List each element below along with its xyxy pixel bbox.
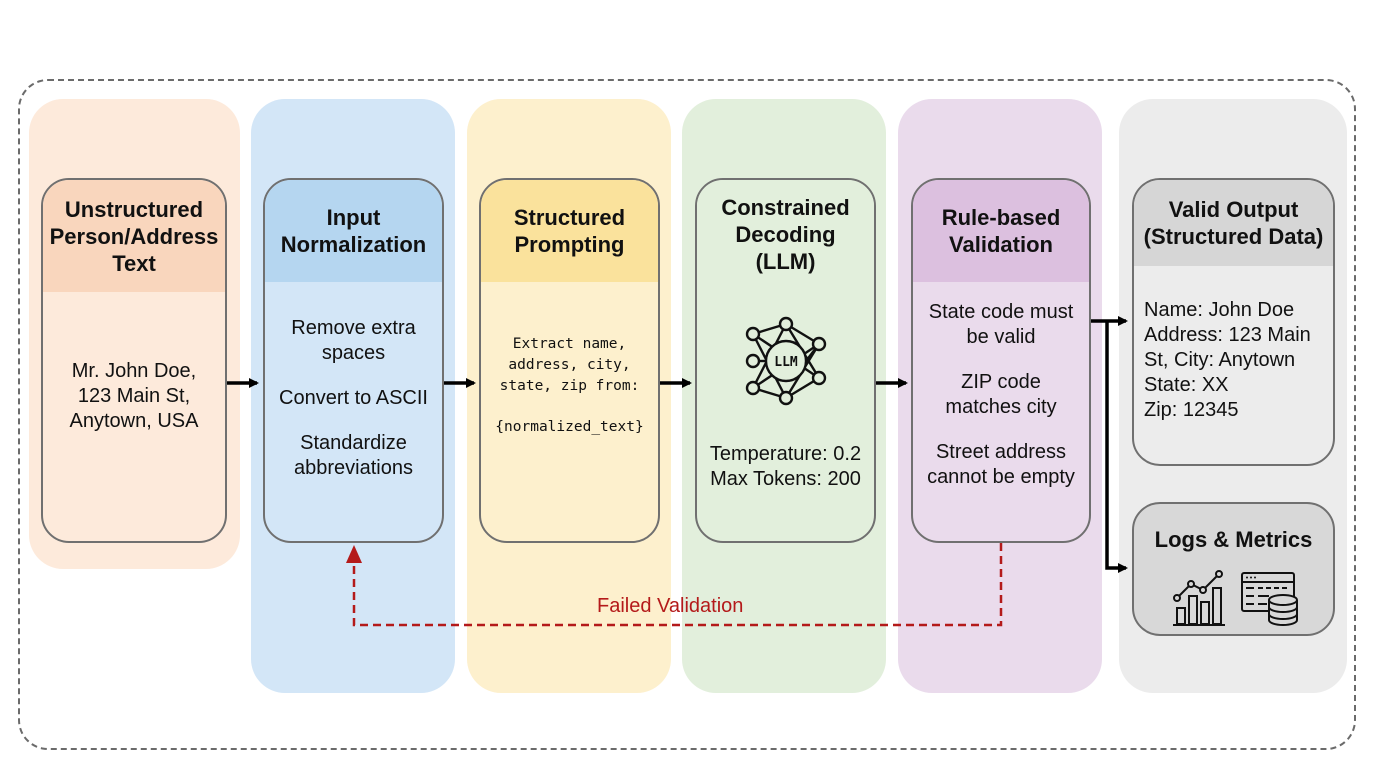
field-address: Address: 123 Main [1144,324,1311,346]
stage-card-validation: Rule-based Validation State code must be… [911,178,1091,543]
raw-input-text: Mr. John Doe, 123 Main St, Anytown, USA [69,360,199,432]
bar-line-chart-icon [1172,570,1225,626]
prompt-template: Extract name, address, city, state, zip … [481,282,658,541]
field-state: State: XX [1144,374,1229,396]
stage-title-normalization: Input Normalization [265,180,442,282]
field-name: Name: John Doe [1144,299,1295,321]
stage-card-output: Valid Output (Structured Data) Name: Joh… [1132,178,1335,466]
stage-card-prompting: Structured Prompting Extract name, addre… [479,178,660,543]
arrow-validation-to-logs [1105,321,1128,573]
field-zip: Zip: 12345 [1144,399,1239,421]
feedback-loop-arrow [352,543,1003,627]
stage-card-decoding: Constrained Decoding (LLM) LLM Temperat [695,178,876,543]
step-remove-spaces: Remove extra spaces [291,317,416,364]
step-ascii: Convert to ASCII [279,387,428,409]
stage-title-output: Valid Output (Structured Data) [1134,180,1333,266]
validation-rules: State code must be valid ZIP code matche… [913,282,1089,541]
stage-title-prompting: Structured Prompting [481,180,658,282]
prompt-placeholder: {normalized_text} [495,419,644,435]
rule-street-address: Street address cannot be empty [927,441,1075,488]
failed-validation-label: Failed Validation [597,595,744,617]
stage-title-validation: Rule-based Validation [913,180,1089,282]
step-abbreviations: Standardize abbreviations [294,432,413,479]
structured-output-fields: Name: John Doe Address: 123 Main St, Cit… [1134,266,1333,464]
feedback-arrowhead [346,545,362,563]
stage-title-logs: Logs & Metrics [1154,526,1313,552]
rule-zip-city: ZIP code matches city [945,371,1057,418]
rule-state-code: State code must be valid [928,301,1074,348]
normalization-steps: Remove extra spaces Convert to ASCII Sta… [265,282,442,541]
llm-icon-label: LLM [774,355,798,370]
temperature-param: Temperature: 0.2 [709,443,862,465]
stage-title-input: Unstructured Person/Address Text [43,180,225,292]
stage-card-input: Unstructured Person/Address Text Mr. Joh… [41,178,227,543]
neural-network-icon: LLM [745,316,826,406]
stage-title-decoding: Constrained Decoding (LLM) [697,180,874,288]
database-table-icon [1240,572,1298,626]
stage-card-normalization: Input Normalization Remove extra spaces … [263,178,444,543]
pipeline-boundary [18,79,1356,750]
max-tokens-param: Max Tokens: 200 [710,468,861,490]
field-city: St, City: Anytown [1144,349,1296,371]
stage-card-logs: Logs & Metrics [1132,502,1335,636]
decoding-body: LLM Temperature: 0.2 Max Tokens: 200 [697,288,874,541]
